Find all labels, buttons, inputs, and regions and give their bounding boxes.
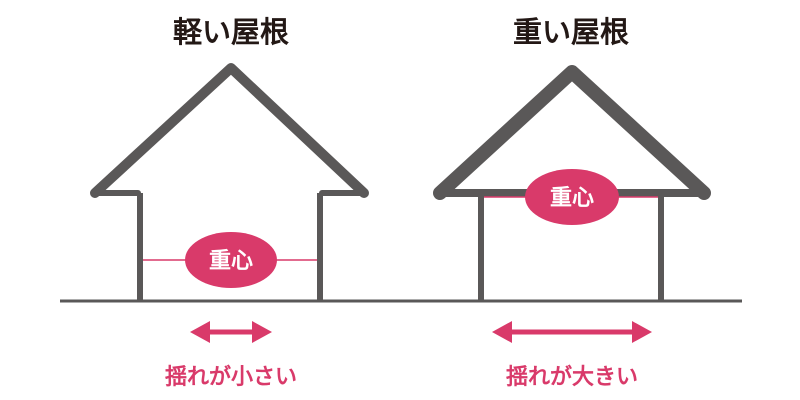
cog-badge-light xyxy=(185,232,277,288)
house-title-light: 軽い屋根 xyxy=(173,15,289,49)
sway-arrow-large xyxy=(492,321,652,343)
sway-label-small: 揺れが小さい xyxy=(165,364,297,390)
house-title-heavy: 重い屋根 xyxy=(513,15,629,49)
cog-label-heavy: 重心 xyxy=(550,186,594,211)
cog-label-light: 重心 xyxy=(209,249,253,274)
house-light-roof: 軽い屋根 重心 揺れが小さい xyxy=(90,15,369,390)
sway-arrow-small xyxy=(190,321,272,343)
roof-heavy xyxy=(433,65,711,200)
cog-badge-heavy xyxy=(525,169,619,225)
house-heavy-roof: 重い屋根 重心 揺れが大きい xyxy=(433,15,711,390)
roof-light xyxy=(90,63,369,198)
sway-label-large: 揺れが大きい xyxy=(506,364,638,390)
